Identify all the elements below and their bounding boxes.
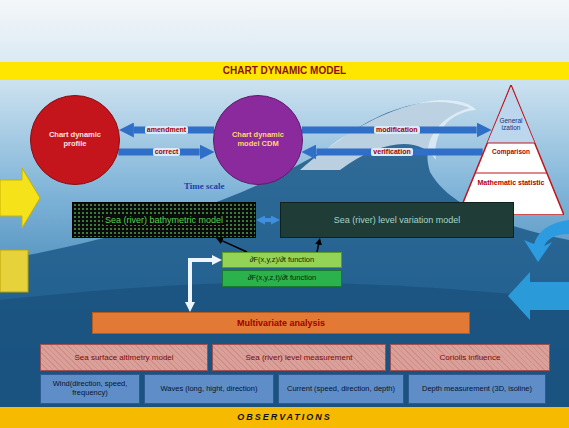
edge-label: modification bbox=[374, 126, 420, 134]
node-text: Comparison bbox=[486, 148, 536, 155]
connector bbox=[190, 260, 212, 302]
model-circle: Chart dynamic model CDM bbox=[213, 95, 303, 185]
edge-label: verification bbox=[371, 148, 412, 156]
node-text: Current (speed, direction, depth) bbox=[287, 385, 395, 394]
pyramid: GeneralizationComparisonMathematic stati… bbox=[458, 85, 564, 215]
node-text: Coriolis influence bbox=[440, 353, 501, 362]
node-text: Mathematic statistic bbox=[476, 179, 546, 187]
axis-label: Time scale bbox=[184, 182, 225, 192]
input-block bbox=[0, 250, 28, 292]
node-text: Wind(direction, speed, frequency) bbox=[45, 380, 135, 397]
node-text: Sea (river) level measurement bbox=[245, 353, 352, 362]
node-text: Waves (long, hight, direction) bbox=[161, 385, 258, 394]
node-text: Multivariate analysis bbox=[237, 318, 325, 328]
model-box: Sea (river) level variation model bbox=[280, 202, 514, 238]
node-text: Chart dynamic model CDM bbox=[228, 131, 288, 148]
measure-box: Sea (river) level measurement bbox=[212, 344, 386, 371]
sea bbox=[0, 283, 569, 428]
profile-circle: Chart dynamic profile bbox=[30, 95, 120, 185]
edge-label: amendment bbox=[145, 126, 188, 134]
node-text: Depth measurement (3D, isoline) bbox=[422, 385, 532, 394]
title: CHART DYNAMIC MODEL bbox=[223, 65, 346, 77]
measure-box: Sea surface altimetry model bbox=[40, 344, 208, 371]
node-text: Generalization bbox=[499, 117, 523, 132]
observation-box: Waves (long, hight, direction) bbox=[144, 374, 274, 404]
node-text: Sea (river) bathymetric model bbox=[103, 215, 225, 225]
function-box: ∂F(x,y,z)/∂t function bbox=[222, 252, 342, 268]
connector bbox=[222, 241, 247, 252]
observation-box: Wind(direction, speed, frequency) bbox=[40, 374, 140, 404]
node-text: Chart dynamic profile bbox=[45, 131, 105, 148]
node-text: Sea surface altimetry model bbox=[74, 353, 173, 362]
connector bbox=[265, 218, 271, 222]
analysis-band: Multivariate analysis bbox=[92, 312, 470, 334]
connector bbox=[134, 127, 214, 134]
connector bbox=[316, 149, 482, 156]
function-box: ∂F(x,y,z,t)/∂t function bbox=[222, 270, 342, 287]
node-text: ∂F(x,y,z,t)/∂t function bbox=[248, 274, 317, 283]
input-arrow bbox=[0, 168, 40, 228]
connector bbox=[118, 149, 199, 156]
model-box: Sea (river) bathymetric model bbox=[72, 202, 256, 238]
pyramid-top bbox=[487, 87, 534, 144]
node-text: Sea (river) level variation model bbox=[334, 215, 461, 225]
wave-foam bbox=[300, 100, 476, 170]
pyramid-divider bbox=[475, 172, 547, 173]
pyramid-shape bbox=[458, 85, 564, 215]
observation-box: Depth measurement (3D, isoline) bbox=[408, 374, 546, 404]
pyramid-divider bbox=[487, 142, 534, 143]
node-text: OBSERVATIONS bbox=[237, 412, 332, 422]
observation-box: Current (speed, direction, depth) bbox=[278, 374, 404, 404]
connector bbox=[302, 127, 477, 134]
measure-box: Coriolis influence bbox=[390, 344, 550, 371]
title-band: CHART DYNAMIC MODEL bbox=[0, 62, 569, 80]
connector bbox=[317, 245, 319, 252]
node-text: ∂F(x,y,z)/∂t function bbox=[250, 256, 314, 265]
feedback-arrow bbox=[508, 272, 569, 320]
feedback-arrow bbox=[524, 220, 569, 262]
observations-band: OBSERVATIONS bbox=[0, 407, 569, 428]
edge-label: correct bbox=[153, 148, 181, 156]
